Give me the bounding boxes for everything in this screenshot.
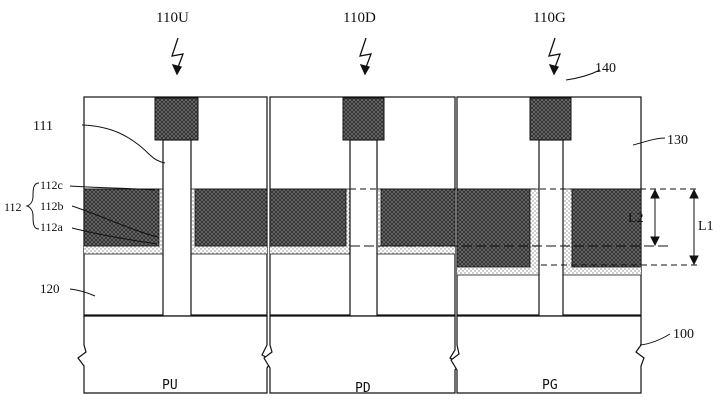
leader-lines [69,69,671,346]
pg-fin [538,139,564,317]
column-pu [77,96,273,394]
pd-fin [349,139,378,317]
leader-112b [71,205,159,238]
label-110G: 110G [533,10,566,26]
pu-substrate [77,315,273,394]
label-110D: 110D [343,10,376,26]
label-PG: PG [542,378,558,393]
label-112b: 112b [40,199,64,213]
pg-gate-contact [529,97,572,141]
label-L2: L2 [628,211,644,226]
label-PD: PD [355,381,371,396]
pd-hatch-right [380,188,456,247]
pd-hatch-left [269,188,347,247]
leader-100 [639,333,671,346]
label-112a: 112a [40,220,64,234]
bolt-arrow-pg [548,37,562,76]
pu-hatch-right [194,188,268,247]
pd-gate-contact [342,97,385,141]
label-100: 100 [673,327,694,342]
leader-120 [69,288,96,297]
bolt-arrow-pu [171,37,185,76]
column-pd [263,96,461,394]
dimension-l2 [650,188,660,247]
pg-hatch-left [456,188,531,268]
pu-fin [162,139,192,317]
label-130: 130 [667,133,688,148]
pd-substrate [263,315,461,394]
dimension-l1 [689,188,699,266]
reference-lines [350,188,700,266]
leader-130 [632,137,666,146]
label-PU: PU [162,378,178,393]
label-120: 120 [40,281,60,296]
leader-111 [81,124,166,164]
label-140: 140 [595,61,616,76]
column-pg [450,96,645,394]
label-111: 111 [33,119,53,134]
leader-112c [69,185,156,191]
pu-hatch-left [83,188,160,247]
bolt-arrow-pd [359,37,373,76]
label-110U: 110U [156,10,189,26]
label-112: 112 [4,200,22,214]
brace-112 [25,182,40,230]
leader-112a [71,227,158,245]
label-112c: 112c [40,178,63,192]
leader-140 [565,69,601,81]
pg-hatch-right [571,188,642,268]
pu-gate-contact [154,97,199,141]
label-L1: L1 [698,219,714,234]
